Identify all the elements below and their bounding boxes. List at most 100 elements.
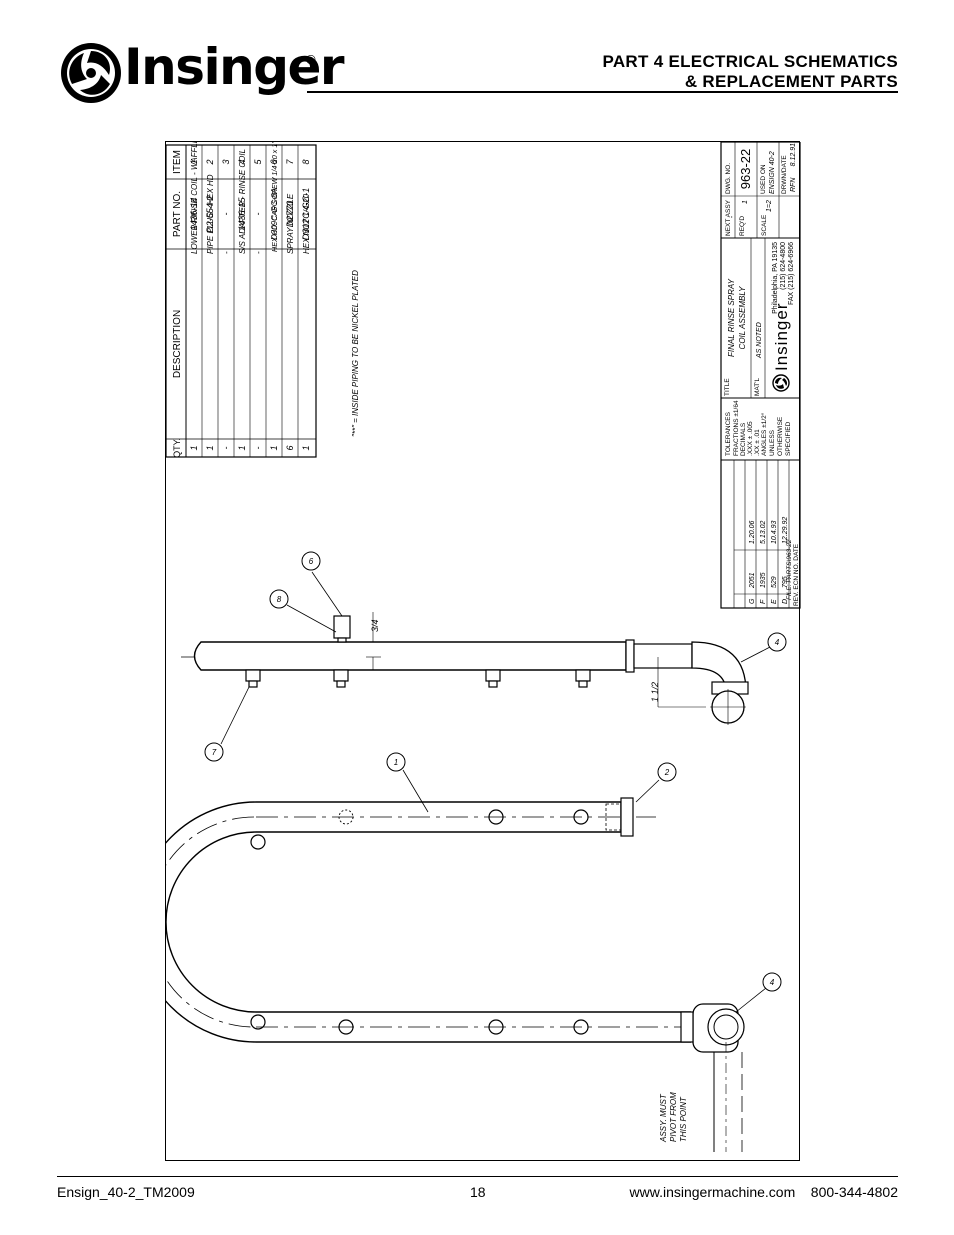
row-item: 2 [205, 159, 215, 165]
table-row: 5 - - - [253, 159, 263, 450]
row-part-no: - [221, 213, 231, 216]
tol-line: SPECIFIED [785, 421, 792, 456]
tol-line: OTHERWISE [777, 416, 784, 456]
table-row: 2 D2-554-2 PIPE PLUG - HEX HD 1 [205, 159, 215, 450]
tol-line: TOLERANCES [725, 411, 732, 456]
balloon-number: 4 [775, 638, 780, 647]
rev-ecn: 795 [782, 576, 789, 588]
drwn-label: DRWN/DATE [781, 155, 788, 194]
col-item: ITEM [172, 150, 183, 174]
table-row: 7 D2770 SPRAY NOZZLE 6 [285, 159, 295, 451]
rev-date: 10.4.93 [771, 521, 778, 544]
footer-contact: www.insingermachine.com 800-344-4802 [629, 1184, 898, 1200]
page-number: 18 [470, 1184, 486, 1200]
pivot-note-line: ASSY. MUST [659, 1093, 668, 1143]
tolerances-note: TOLERANCES FRACTIONS ±1/64 DECIMALS .XXX… [725, 400, 792, 456]
row-qty: 1 [237, 445, 247, 450]
parts-table: ITEM PART NO. DESCRIPTION QTY. 1 1436-14… [165, 127, 360, 458]
callout-balloon: 7 [204, 742, 224, 762]
callout-balloon: 2 [657, 762, 677, 782]
table-row: 8 D312C-GC-1 HEX NUT 1/4-20 1 [301, 159, 311, 450]
title-label: TITLE [724, 378, 731, 396]
drawing-title-line2: COIL ASSEMBLY [738, 286, 747, 350]
row-part-no: D2-554-2 [205, 195, 215, 233]
row-item: 7 [285, 159, 295, 165]
nickel-plated-note: "**" = INSIDE PIPING TO BE NICKEL PLATED [351, 270, 360, 437]
scale-value: 1=2 [766, 200, 773, 212]
rev-header: REV. ECN NO. DATE [793, 543, 800, 606]
row-item: 6 [269, 159, 279, 164]
insinger-logo-icon [61, 43, 121, 103]
row-description: S/S ADAPTER - RINSE COIL [238, 149, 247, 254]
pivot-note-line: PIVOT FROM [669, 1092, 678, 1142]
footer-doc-id: Ensign_40-2_TM2009 [57, 1184, 195, 1200]
row-part-no: D312C-GC-1 [301, 188, 311, 241]
row-qty: - [221, 447, 231, 450]
engineering-drawing: ITEM PART NO. DESCRIPTION QTY. 1 1436-14… [135, 127, 801, 1152]
reqd-label: REQ'D [739, 216, 746, 236]
row-part-no: D2770 [285, 201, 295, 228]
callout-balloon: 8 [269, 589, 289, 609]
rev-ecn: 1935 [760, 572, 767, 588]
row-qty: - [253, 447, 263, 450]
balloon-number: 8 [277, 595, 282, 604]
tol-line: FRACTIONS ±1/64 [733, 400, 740, 456]
callout-balloon: 6 [301, 551, 321, 571]
matl-label: MAT'L [754, 378, 761, 396]
callout-balloon: 4 [767, 632, 787, 652]
rev-letter: E [771, 599, 778, 604]
balloon-number: 4 [770, 978, 775, 987]
rev-date: 12.29.92 [782, 517, 789, 544]
used-on-label: USED ON [760, 164, 767, 194]
table-row: 3 - - - [221, 159, 231, 449]
address-line2: (215) 624-4800 [780, 242, 787, 290]
section-title: PART 4 ELECTRICAL SCHEMATICS & REPLACEME… [602, 52, 898, 92]
balloon-number: 7 [212, 748, 217, 757]
rev-letter: F [760, 599, 767, 604]
row-qty: 1 [269, 445, 279, 450]
used-on-value: ENSIGN 40-2 [769, 151, 776, 194]
row-qty: 1 [205, 445, 215, 450]
tol-line: UNLESS [769, 429, 776, 456]
drwn-date: 8.12.91 [790, 143, 797, 166]
row-description: - [222, 251, 231, 254]
row-part-no: - [253, 213, 263, 216]
address-line1: Philadelphia, PA 19135 [772, 242, 779, 314]
row-qty: 1 [189, 445, 199, 450]
row-item: 5 [253, 159, 263, 165]
row-description: HEX HD. CAP SCREW 1/4-20 x 1" LG. [270, 142, 279, 252]
reqd-value: 1 [742, 200, 749, 204]
tol-line: .XXX ± .005 [747, 421, 754, 456]
balloon-number: 1 [394, 758, 398, 767]
row-description: SPRAY NOZZLE [286, 193, 295, 254]
insinger-logo-small-icon [772, 374, 790, 392]
section-title-line1: PART 4 ELECTRICAL SCHEMATICS [602, 52, 898, 71]
rev-date: 5.13.02 [760, 521, 767, 544]
row-qty: 6 [285, 445, 295, 450]
tol-line: ANGLES ±1/2° [760, 412, 768, 456]
section-title-line2: & REPLACEMENT PARTS [684, 72, 898, 91]
rev-letter: D [782, 599, 789, 604]
dimension-3-4: 3/4 [370, 619, 380, 632]
col-description: DESCRIPTION [172, 310, 183, 378]
pivot-note: ASSY. MUST PIVOT FROM THIS POINT [659, 1092, 688, 1143]
drawing-frame: ITEM PART NO. DESCRIPTION QTY. 1 1436-14… [135, 127, 801, 1161]
row-item: 4 [237, 159, 247, 164]
company-name: Insinger [772, 303, 791, 371]
matl-value: AS NOTED [756, 322, 763, 359]
row-item: 8 [301, 159, 311, 164]
rev-letter: G [749, 598, 756, 604]
header-rule [307, 91, 898, 93]
rev-date: 1.20.06 [749, 521, 756, 544]
brand-wordmark: Insinger [124, 38, 345, 96]
dimension-1-1-2: 1 1/2 [650, 682, 660, 702]
dwg-no-label: DWG. NO. [725, 163, 732, 194]
col-qty: QTY. [172, 438, 182, 458]
spray-bar-side-view [181, 571, 771, 745]
registered-mark: ® [306, 52, 316, 67]
row-item: 1 [189, 159, 199, 164]
file-path: FILE: PARTS\963-22 [786, 539, 793, 600]
footer-rule [57, 1176, 898, 1177]
balloon-number: 2 [664, 768, 670, 777]
tol-line: .XX ± .01 [754, 429, 761, 456]
